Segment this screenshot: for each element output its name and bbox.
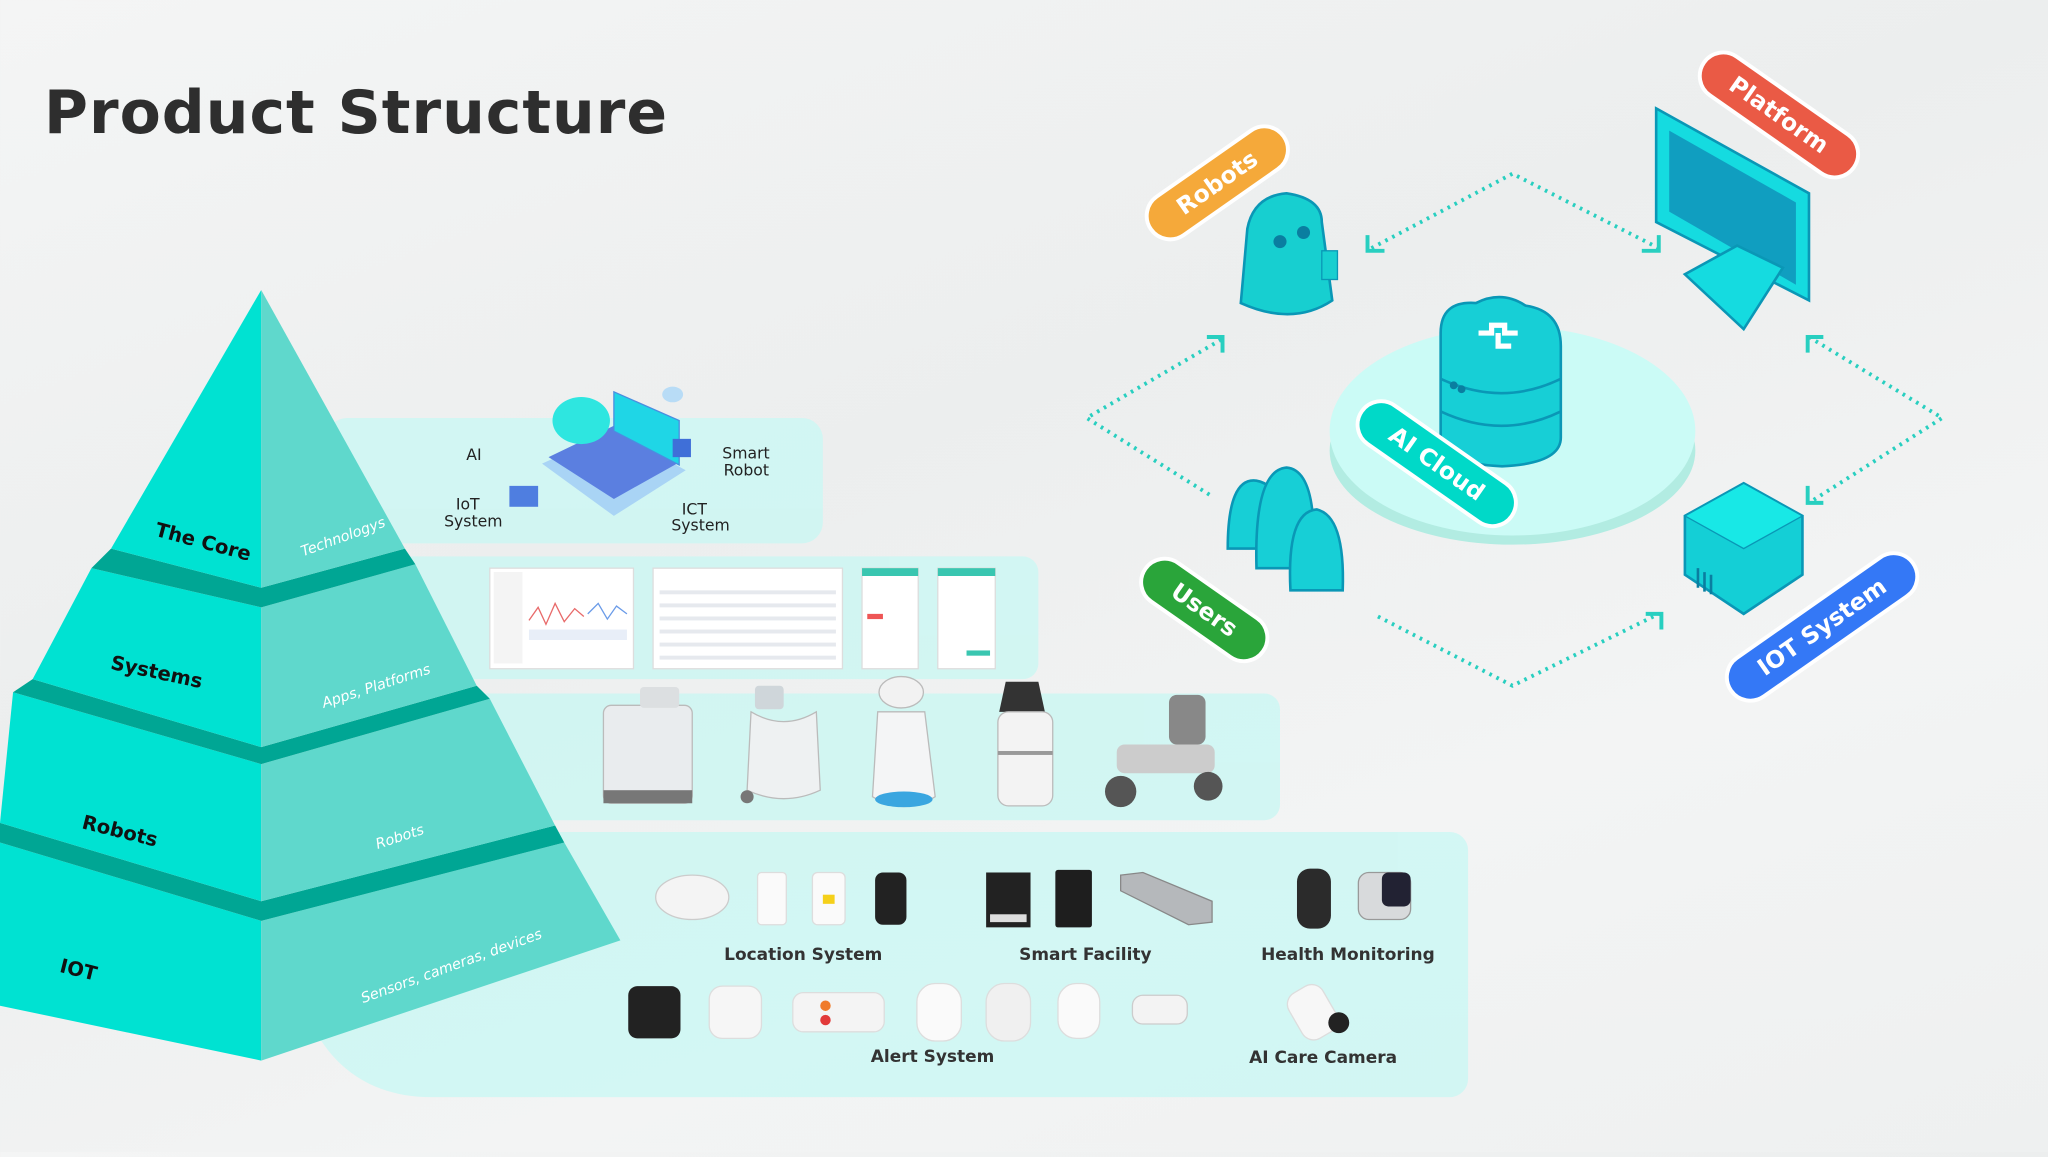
care-robot [740, 685, 821, 804]
robot-products [602, 675, 1223, 808]
systems-left [32, 568, 262, 748]
robots-left [0, 692, 262, 902]
care-camera [1286, 983, 1350, 1041]
wheelchair-robot [1104, 694, 1223, 808]
group-ai-care-camera: AI Care Camera [1249, 1048, 1397, 1068]
band-3 [0, 822, 565, 921]
core-right [261, 289, 405, 588]
robot-icon [1239, 191, 1339, 316]
core-iot-label-1: IoT [456, 494, 480, 513]
core-robot-label-2: Robot [724, 460, 769, 479]
core-iot-label-2: System [444, 511, 502, 530]
group-smart-facility: Smart Facility [1019, 945, 1151, 965]
cloud-server-icon [1439, 295, 1563, 468]
gateway [1055, 869, 1092, 928]
sos-button [792, 992, 885, 1033]
smart-watch [628, 986, 681, 1039]
group-location-system: Location System [724, 945, 882, 965]
core-robot-label-1: Smart [722, 443, 769, 462]
users-icon [1226, 466, 1345, 592]
radar-sensor [1120, 871, 1213, 926]
arrow-heads [1206, 235, 1824, 630]
group-alert-system: Alert System [871, 1047, 995, 1067]
robots-right [261, 698, 556, 902]
dashboard-screenshot [489, 567, 635, 670]
systems-right [261, 564, 477, 748]
door-sensor [916, 982, 962, 1042]
ecosystem-diagram: Robots Platform Users IOT System AI Clou… [1082, 50, 1946, 703]
health-clip [1296, 868, 1331, 929]
core-ai-label: AI [466, 445, 481, 464]
tech-illustration [509, 386, 691, 516]
page-title: Product Structure [44, 78, 669, 148]
mobile-screenshot-2 [937, 567, 996, 670]
reception-robot [871, 675, 936, 808]
iot-right [261, 842, 621, 1061]
core-ict-label-1: ICT [682, 500, 708, 519]
band-1 [91, 548, 416, 608]
monitor-icon [1654, 106, 1811, 332]
table-screenshot [652, 567, 844, 670]
iot-hub-icon [1683, 481, 1804, 616]
mobile-screenshot-1 [861, 567, 919, 670]
group-health-monitoring: Health Monitoring [1261, 945, 1435, 965]
smoke-detector [708, 985, 763, 1040]
iot-devices [628, 868, 1412, 1042]
tag-device [756, 871, 787, 926]
app-screenshots [489, 567, 996, 670]
water-sensor [1131, 994, 1188, 1025]
pill-users: Users [1139, 556, 1270, 664]
iot-left [0, 842, 262, 1061]
pyramid: The Core Technologys Systems Apps, Platf… [0, 289, 621, 1061]
serving-robot [997, 681, 1054, 807]
wristband [875, 872, 907, 925]
motion-sensor [985, 982, 1032, 1042]
band-2 [13, 679, 490, 765]
delivery-robot [602, 687, 693, 804]
dotted-connectors [1082, 171, 1946, 688]
core-ict-label-2: System [671, 515, 729, 534]
call-button [1057, 982, 1101, 1040]
ceiling-beacon [655, 874, 730, 921]
core-left [111, 289, 262, 588]
